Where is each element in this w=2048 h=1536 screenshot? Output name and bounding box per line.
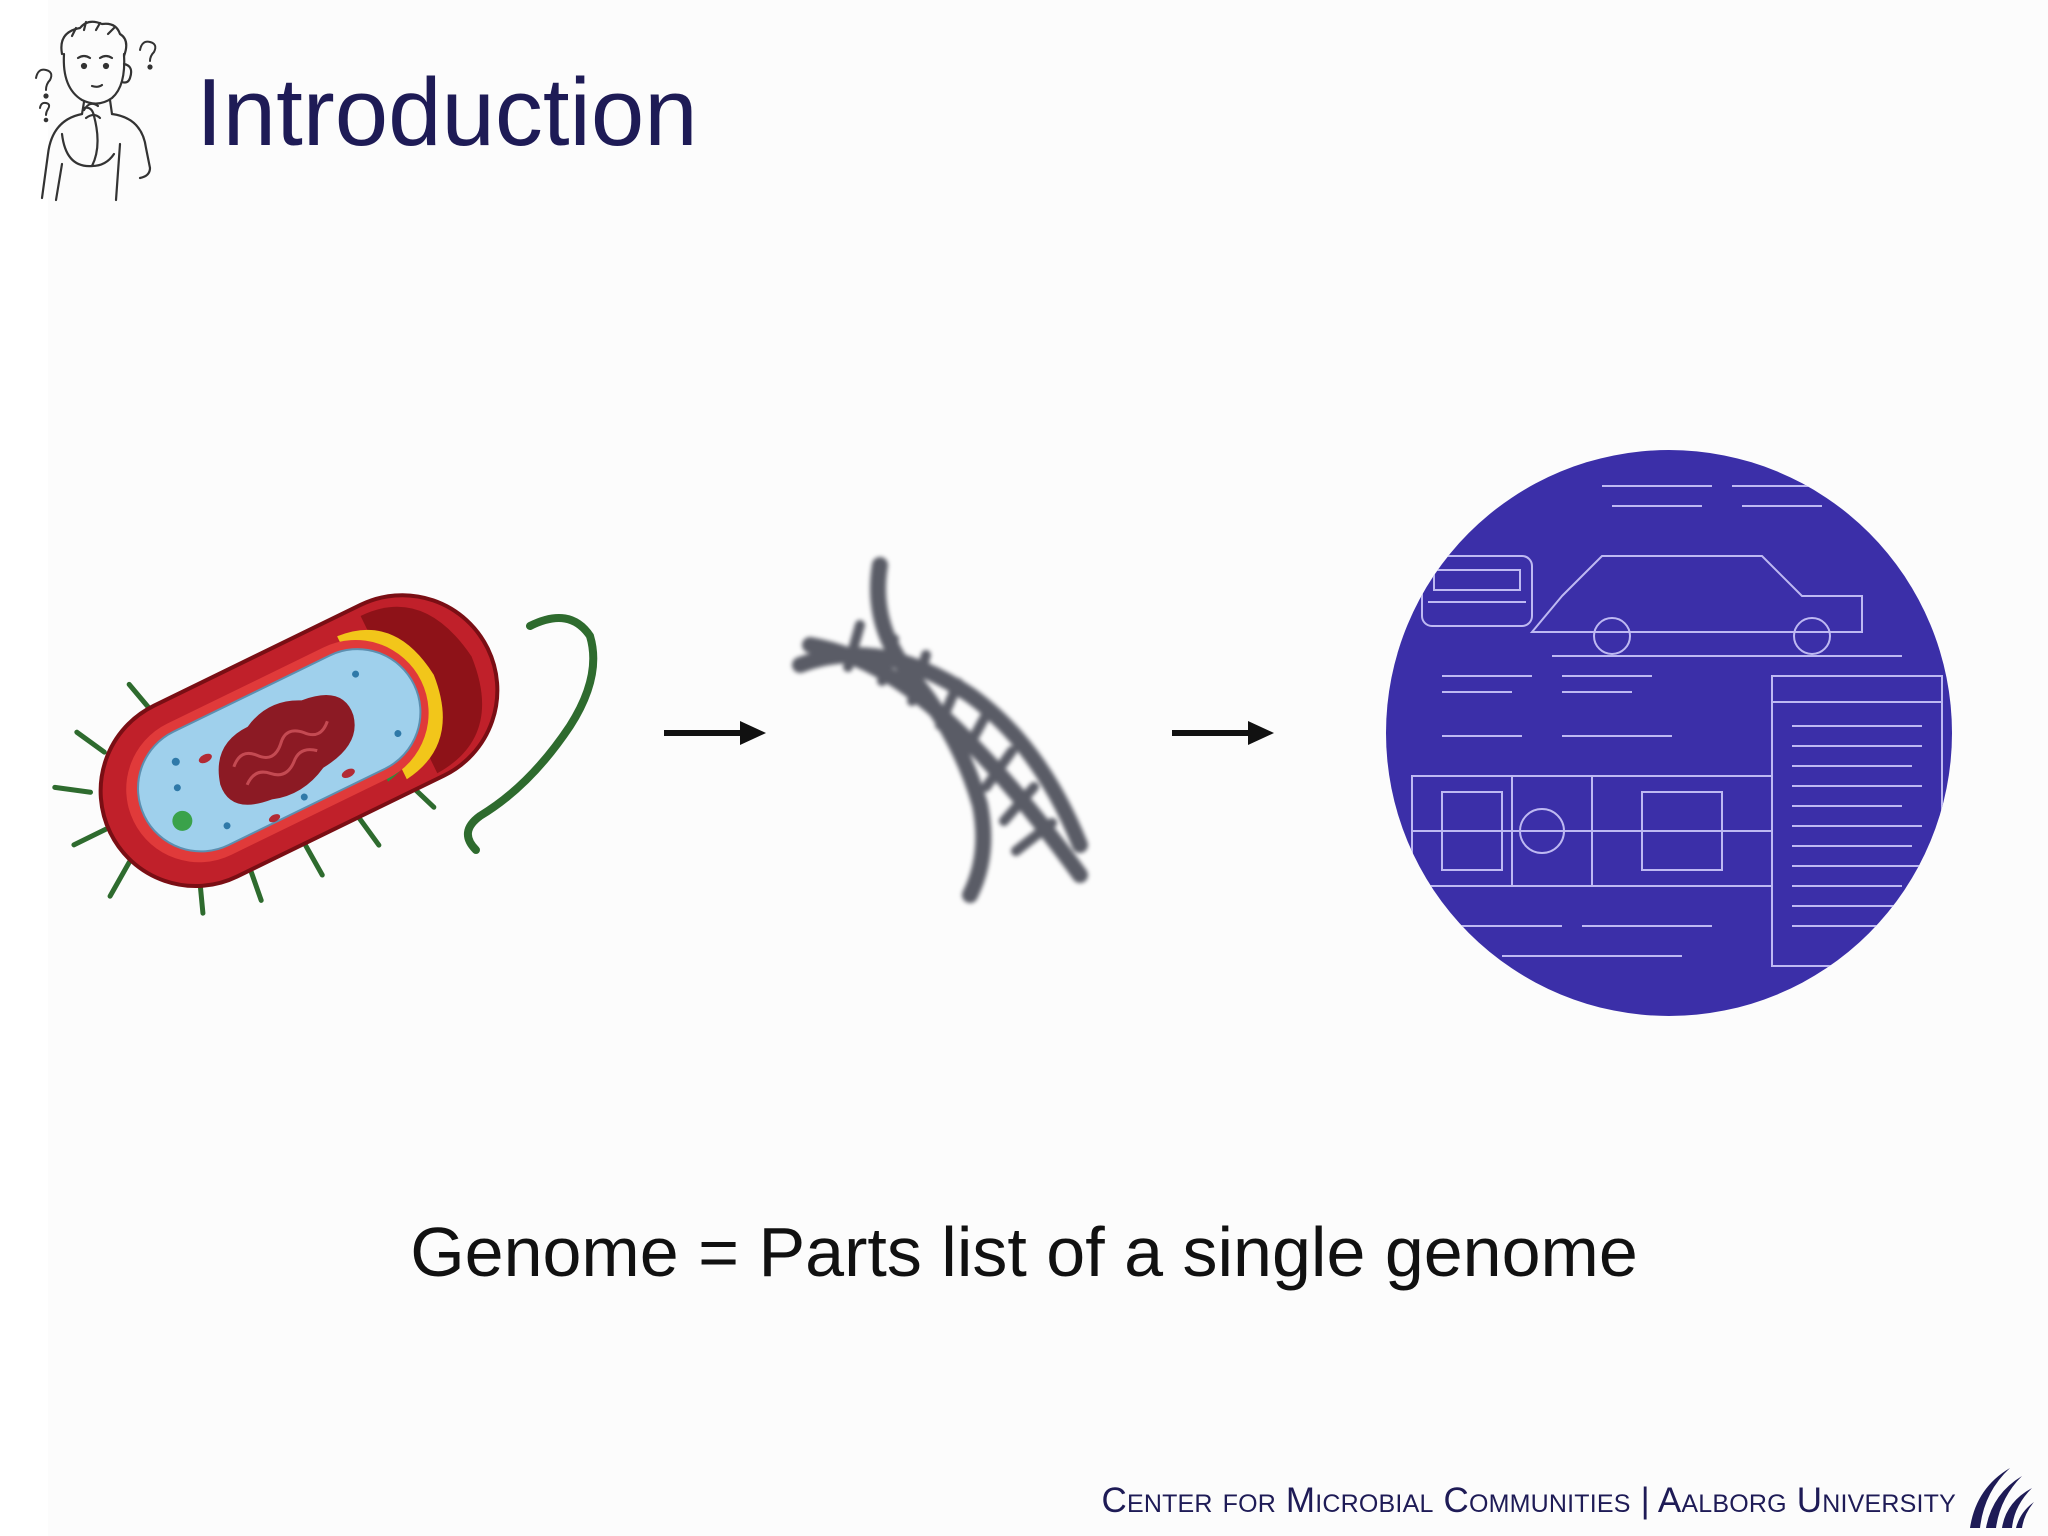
- slide-title: Introduction: [196, 59, 698, 166]
- dna-helix-icon: [792, 557, 1088, 903]
- aalborg-university-logo: [1970, 1468, 2034, 1528]
- arrow-right-icon: [1172, 721, 1274, 745]
- blueprint-circle-icon: [1386, 450, 1952, 1016]
- slide-caption: Genome = Parts list of a single genome: [410, 1213, 1638, 1291]
- footer-institution: Center for Microbial Communities | Aalbo…: [1101, 1481, 1956, 1520]
- arrow-right-icon: [664, 721, 766, 745]
- thinking-person-icon: [35, 20, 157, 202]
- bacterium-cell-icon: [52, 593, 598, 916]
